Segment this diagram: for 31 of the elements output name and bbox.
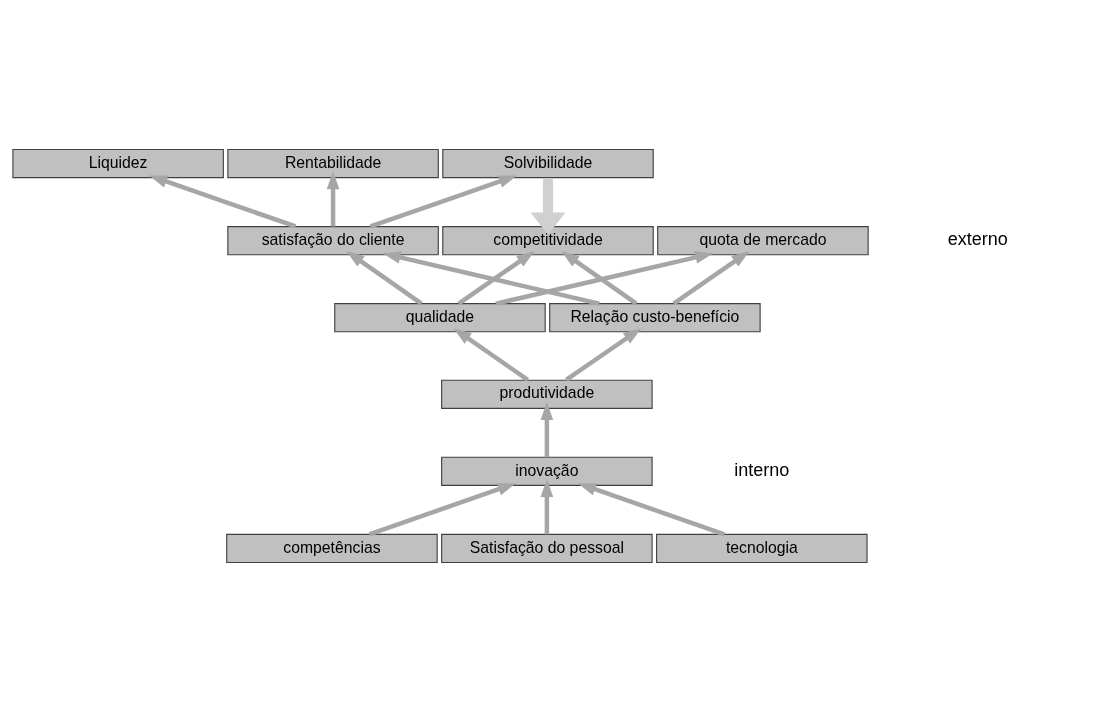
arrow <box>495 251 714 306</box>
node-box: Relação custo-benefício <box>549 303 761 333</box>
node-box: satisfação do cliente <box>227 226 439 256</box>
node-box: competências <box>226 533 438 564</box>
arrow <box>346 251 423 306</box>
arrow <box>564 328 642 382</box>
arrow <box>369 175 518 229</box>
arrow <box>561 251 638 306</box>
node-box: inovação <box>441 456 653 486</box>
arrow <box>530 178 566 235</box>
node-box: competitividade <box>442 226 654 256</box>
node-box: Rentabilidade <box>227 148 439 179</box>
node-box: produtividade <box>441 379 653 409</box>
node-box: Solvibilidade <box>442 148 654 179</box>
node-box: qualidade <box>334 303 546 333</box>
node-box: tecnologia <box>656 533 868 564</box>
node-box: Liquidez <box>12 148 224 179</box>
arrow <box>457 251 535 306</box>
arrow <box>540 401 554 458</box>
arrow <box>453 328 530 382</box>
arrow <box>672 251 750 306</box>
arrow <box>326 171 340 227</box>
arrow <box>368 483 516 537</box>
arrow <box>382 251 600 306</box>
arrow <box>577 483 726 537</box>
node-box: Satisfação do pessoal <box>441 533 653 564</box>
label: externo <box>947 228 1008 249</box>
label: interno <box>734 459 790 480</box>
arrow <box>540 479 554 535</box>
arrow <box>149 175 297 229</box>
node-box: quota de mercado <box>657 226 869 256</box>
